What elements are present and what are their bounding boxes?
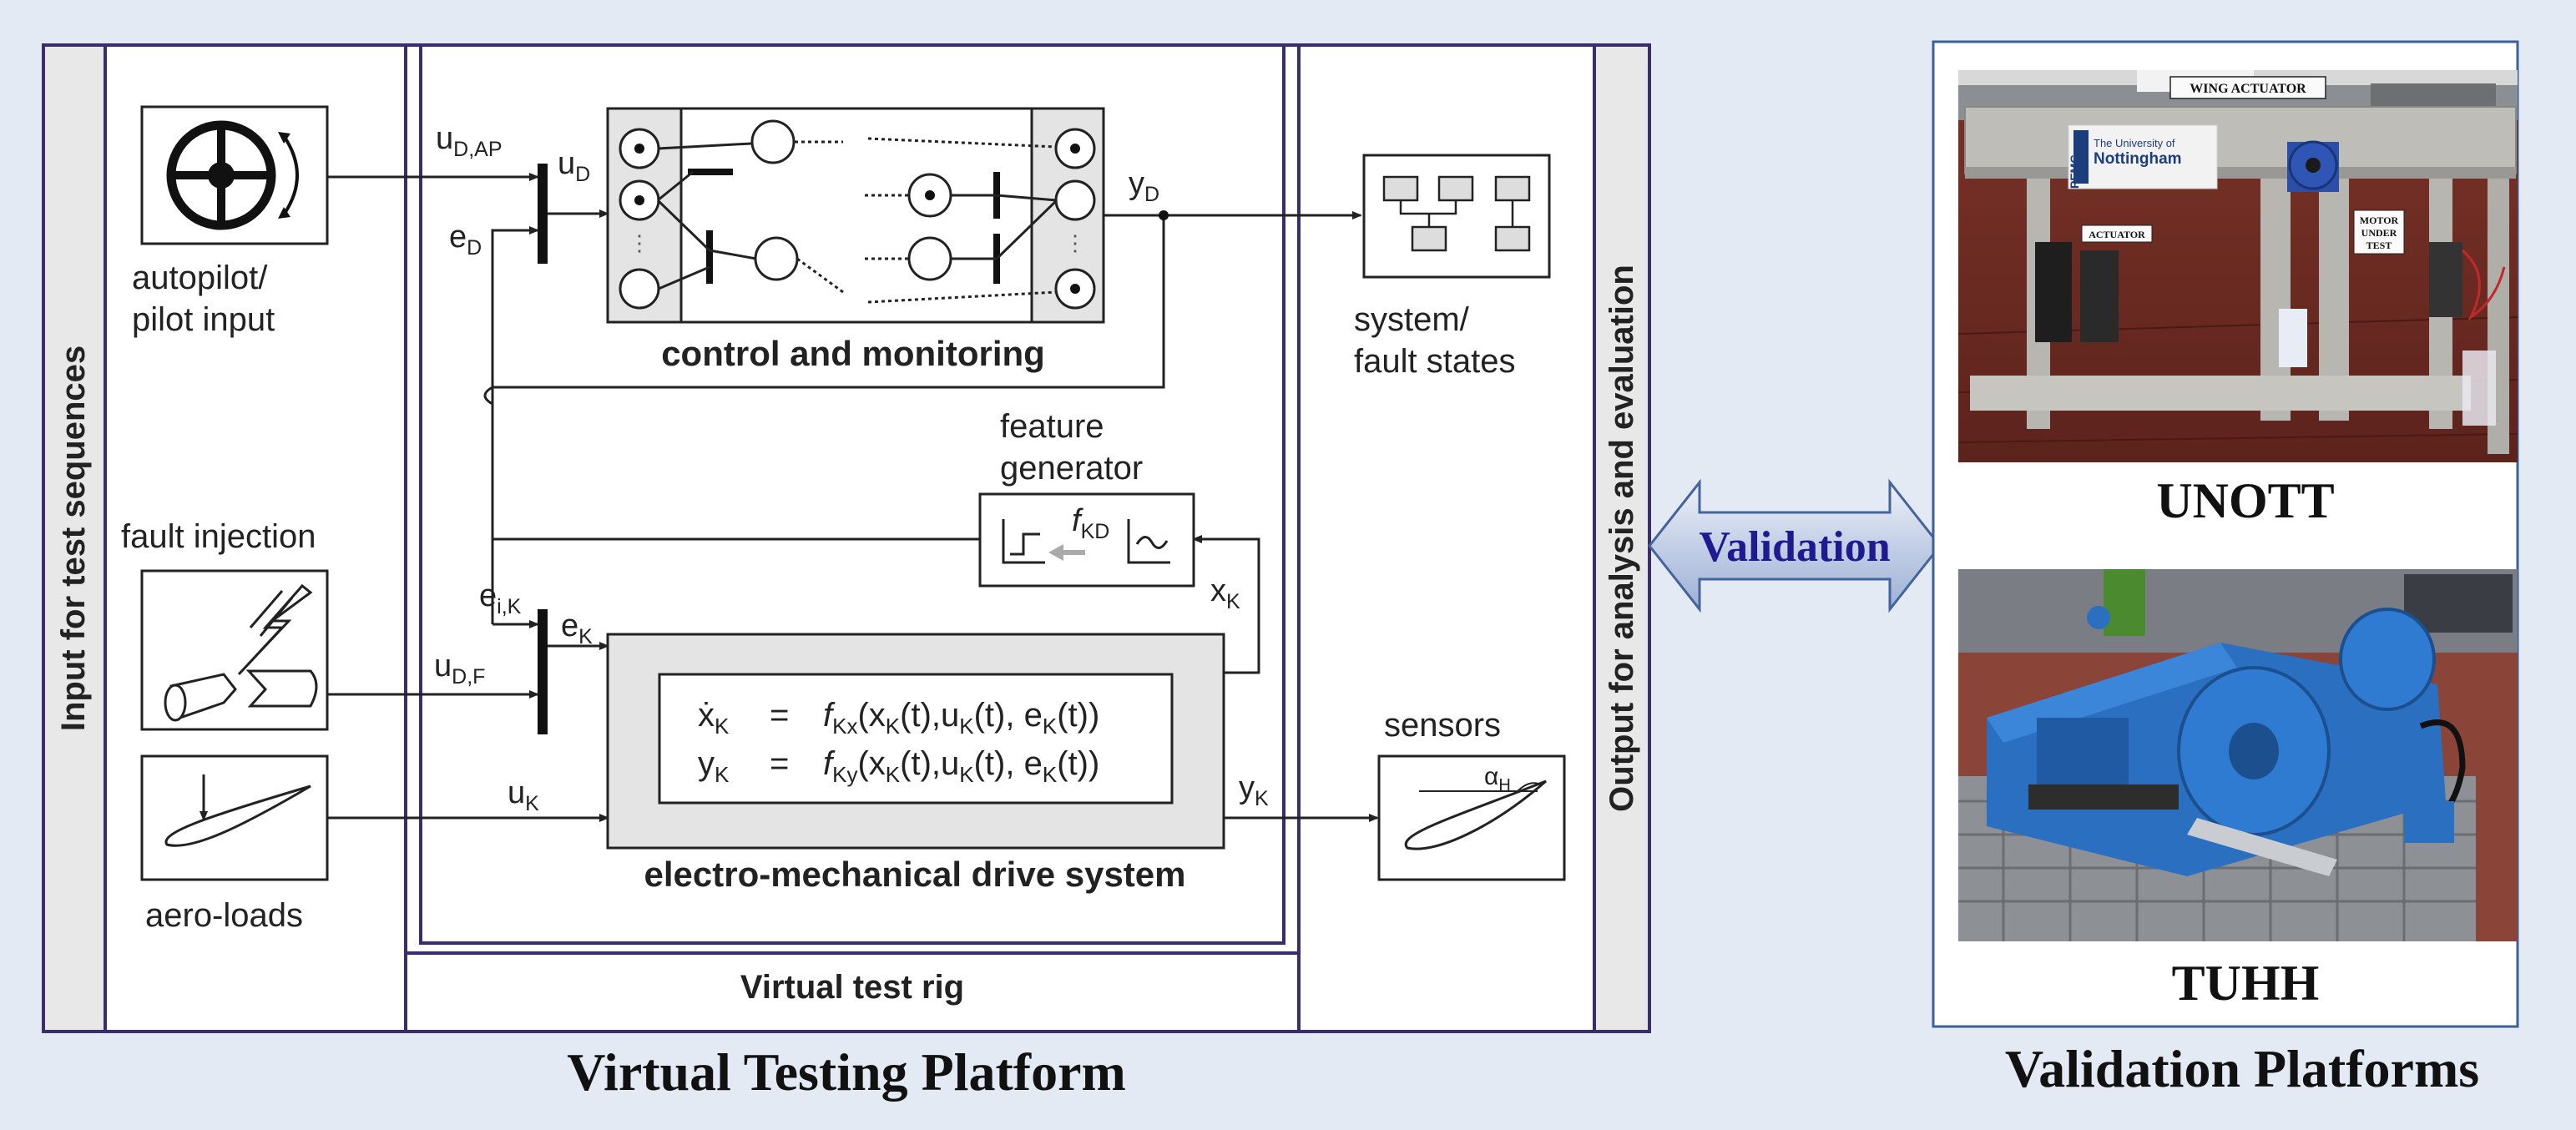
validation-platforms-caption: Validation Platforms — [2005, 1039, 2479, 1098]
unott-label: UNOTT — [2156, 473, 2334, 528]
validation-arrow-label: Validation — [1699, 523, 1890, 571]
broken-shaft-icon — [164, 583, 318, 722]
drive-system-block: ẋK = fKx(xK(t),uK(t), eK(t)) yK = fKy(xK… — [606, 633, 1225, 894]
validation-platforms: The University of Nottingham PEMC WING A… — [1932, 40, 2519, 1028]
system-states-block: system/ fault states — [1354, 154, 1551, 380]
sensor-alpha-label: αH — [1484, 763, 1511, 795]
autopilot-label-line1: autopilot/ — [132, 260, 268, 296]
label-x-k: xK — [1210, 573, 1240, 613]
photo1-sign-pemc: PEMC — [2068, 155, 2081, 189]
label-u-df: uD,F — [434, 648, 485, 689]
autopilot-block: autopilot/ pilot input — [132, 105, 329, 338]
photo1-sign-motor-2: UNDER — [2361, 227, 2397, 239]
steering-wheel-icon — [166, 120, 299, 230]
validation-arrow: Validation — [1648, 478, 1942, 613]
photo1-sign-uni-1: The University of — [2094, 137, 2175, 149]
label-e-k: eK — [561, 608, 593, 648]
aero-loads-block: aero-loads — [140, 754, 329, 934]
svg-text:⋮: ⋮ — [629, 230, 650, 255]
junction-dot — [1159, 210, 1169, 220]
label-y-k: yK — [1239, 770, 1269, 810]
aero-loads-label: aero-loads — [145, 897, 303, 934]
virtual-platform-caption: Virtual Testing Platform — [567, 1042, 1126, 1102]
fault-injection-block: fault injection — [121, 518, 329, 731]
input-sidebar-label: Input for test sequences — [55, 346, 92, 731]
autopilot-label-line2: pilot input — [132, 301, 275, 338]
label-u-k: uK — [508, 775, 539, 815]
mux-bar-top — [538, 164, 548, 264]
feature-generator-line1: feature — [1000, 408, 1104, 445]
virtual-platform-diagram: Input for test sequences Output for anal… — [42, 43, 1651, 1033]
control-monitoring-label: control and monitoring — [661, 334, 1045, 373]
system-states-line2: fault states — [1354, 343, 1515, 380]
feature-generator-block: feature generator fKD — [978, 408, 1195, 588]
input-sidebar — [42, 43, 107, 1033]
label-u-d: uD — [558, 146, 590, 186]
sensors-label: sensors — [1384, 707, 1501, 744]
svg-text:⋮: ⋮ — [1064, 230, 1086, 255]
label-e-d: eD — [449, 219, 482, 260]
signal-lines — [327, 173, 1379, 822]
feature-f: fKD — [1072, 503, 1109, 543]
system-states-line1: system/ — [1354, 301, 1470, 338]
fault-injection-label: fault injection — [121, 518, 316, 555]
mux-bar-bottom — [538, 609, 548, 734]
petri-net-icon: ⋮ ⋮ — [619, 119, 1096, 310]
photo1-sign-wing: WING ACTUATOR — [2190, 82, 2306, 96]
state-diagram-icon — [1382, 175, 1531, 252]
photo1-sign-motor-3: TEST — [2366, 240, 2392, 251]
airfoil-icon — [164, 774, 311, 847]
label-y-d: yD — [1129, 166, 1159, 206]
equation-1: ẋK = fKx(xK(t),uK(t), eK(t)) — [698, 697, 1099, 741]
tuhh-label: TUHH — [2172, 956, 2320, 1011]
virtual-rig-inner-frame — [419, 43, 1285, 945]
signal-labels: uD,AP uD eD yD ei,K eK uD,F uK xK yK — [434, 121, 1269, 815]
sensors-block: sensors αH — [1377, 707, 1566, 881]
photo1-sign-motor-1: MOTOR — [2360, 214, 2399, 226]
drive-system-label: electro-mechanical drive system — [644, 855, 1186, 894]
unott-test-rig-photo: The University of Nottingham PEMC WING A… — [1957, 70, 2518, 462]
equation-2: yK = fKy(xK(t),uK(t), eK(t)) — [698, 745, 1099, 789]
tuhh-test-rig-photo — [1958, 569, 2518, 941]
feature-generator-line2: generator — [1000, 450, 1143, 487]
virtual-rig-label: Virtual test rig — [740, 969, 964, 1006]
step-signal-icon — [1002, 519, 1170, 564]
sensor-airfoil-icon: αH — [1404, 763, 1547, 850]
photo1-sign-uni-2: Nottingham — [2094, 150, 2182, 168]
photo1-sign-actuator: ACTUATOR — [2089, 229, 2145, 240]
output-sidebar-label: Output for analysis and evaluation — [1604, 265, 1640, 812]
control-monitoring-block: ⋮ ⋮ — [606, 107, 1105, 373]
label-u-dap: uD,AP — [436, 121, 503, 161]
label-e-ik: ei,K — [479, 578, 522, 618]
